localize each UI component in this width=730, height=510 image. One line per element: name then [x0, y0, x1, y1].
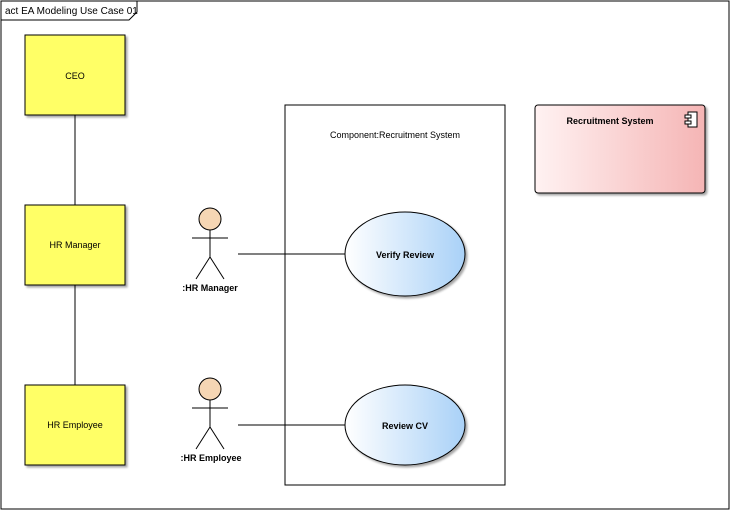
- frame-title: act EA Modeling Use Case 01: [5, 6, 138, 17]
- org-box-hr-manager[interactable]: HR Manager: [24, 204, 126, 286]
- use-case-label: Verify Review: [376, 250, 435, 260]
- actor-label: :HR Manager: [182, 283, 238, 293]
- use-case-review-cv[interactable]: Review CV: [344, 384, 466, 466]
- actor-head: [198, 207, 222, 231]
- use-case-label: Review CV: [382, 421, 428, 431]
- actor-label: :HR Employee: [180, 453, 241, 463]
- org-box-label: HR Manager: [49, 240, 100, 250]
- org-box-ceo[interactable]: CEO: [24, 34, 126, 116]
- component-label: Recruitment System: [566, 116, 653, 126]
- org-box-hr-employee[interactable]: HR Employee: [24, 384, 126, 466]
- boundary-title: Component:Recruitment System: [330, 130, 460, 140]
- org-box-label: CEO: [65, 71, 85, 81]
- frame-tab: [0, 0, 138, 21]
- actor-hr-employee[interactable]: :HR Employee: [180, 377, 242, 463]
- use-case-verify-review[interactable]: Verify Review: [344, 211, 466, 297]
- actor-head: [198, 377, 222, 401]
- component-recruitment-system[interactable]: Recruitment System: [534, 104, 706, 194]
- org-box-label: HR Employee: [47, 420, 103, 430]
- actor-hr-manager[interactable]: :HR Manager: [182, 207, 238, 293]
- component-icon: [684, 111, 698, 128]
